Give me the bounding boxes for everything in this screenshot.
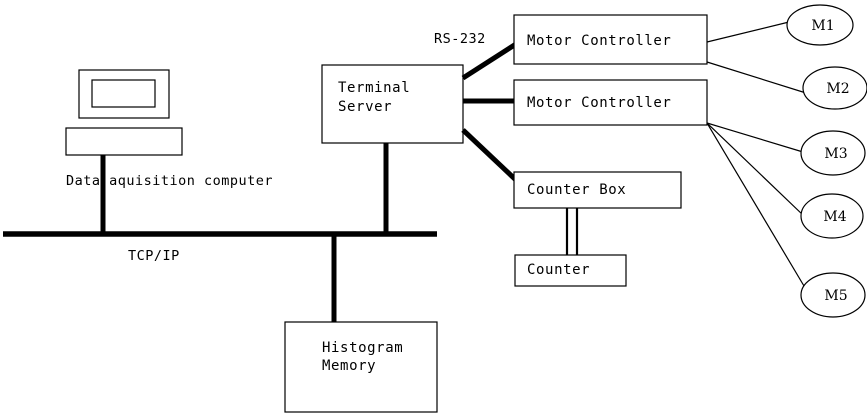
motor-m3-label: M3 [824, 146, 847, 162]
computer-label: Data aquisition computer [66, 173, 273, 189]
computer-base-unit [65, 127, 183, 156]
motor-m4-ellipse[interactable] [800, 193, 864, 239]
motor-m1-label: M1 [811, 18, 834, 34]
link-motor-controller-2-to-m3 [706, 122, 804, 153]
rs232-label: RS-232 [434, 31, 486, 47]
counter-box-label: Counter Box [527, 182, 626, 198]
motor-controller-2-label: Motor Controller [527, 95, 671, 111]
motor-controller-1-label: Motor Controller [527, 33, 671, 49]
link-motor-controller-1-to-m1 [706, 21, 790, 43]
motor-m3-ellipse[interactable] [800, 130, 866, 176]
counter-label: Counter [527, 262, 590, 278]
motor-m1-ellipse[interactable] [786, 4, 854, 46]
link-motor-controller-2-to-m5 [706, 122, 805, 287]
motor-controller-2-box[interactable] [513, 79, 708, 126]
motor-m5-ellipse[interactable] [800, 272, 866, 318]
motor-m2-ellipse[interactable] [802, 66, 867, 110]
terminal-server-box[interactable] [321, 64, 464, 144]
tcpip-label: TCP/IP [128, 248, 180, 264]
counter-box[interactable] [514, 254, 627, 287]
motor-controller-1-box[interactable] [513, 14, 708, 65]
motor-m4-label: M4 [823, 209, 846, 225]
link-motor-controller-1-to-m2 [706, 61, 807, 94]
histogram-memory-box[interactable] [284, 321, 438, 413]
motor-m2-label: M2 [826, 81, 849, 97]
link-motor-controller-2-to-m4 [706, 122, 805, 217]
computer-monitor-screen [91, 79, 156, 108]
terminal-server-label-line1: Terminal [338, 80, 410, 96]
terminal-server-label-line2: Server [338, 99, 392, 115]
motor-m5-label: M5 [824, 288, 847, 304]
link-terminal-server-to-counter-box [461, 128, 519, 183]
histogram-memory-label-line1: Histogram [322, 340, 403, 356]
counter-box-box[interactable] [513, 171, 682, 209]
histogram-memory-label-line2: Memory [322, 358, 376, 374]
link-terminal-server-to-motor-controller-1 [461, 41, 518, 81]
